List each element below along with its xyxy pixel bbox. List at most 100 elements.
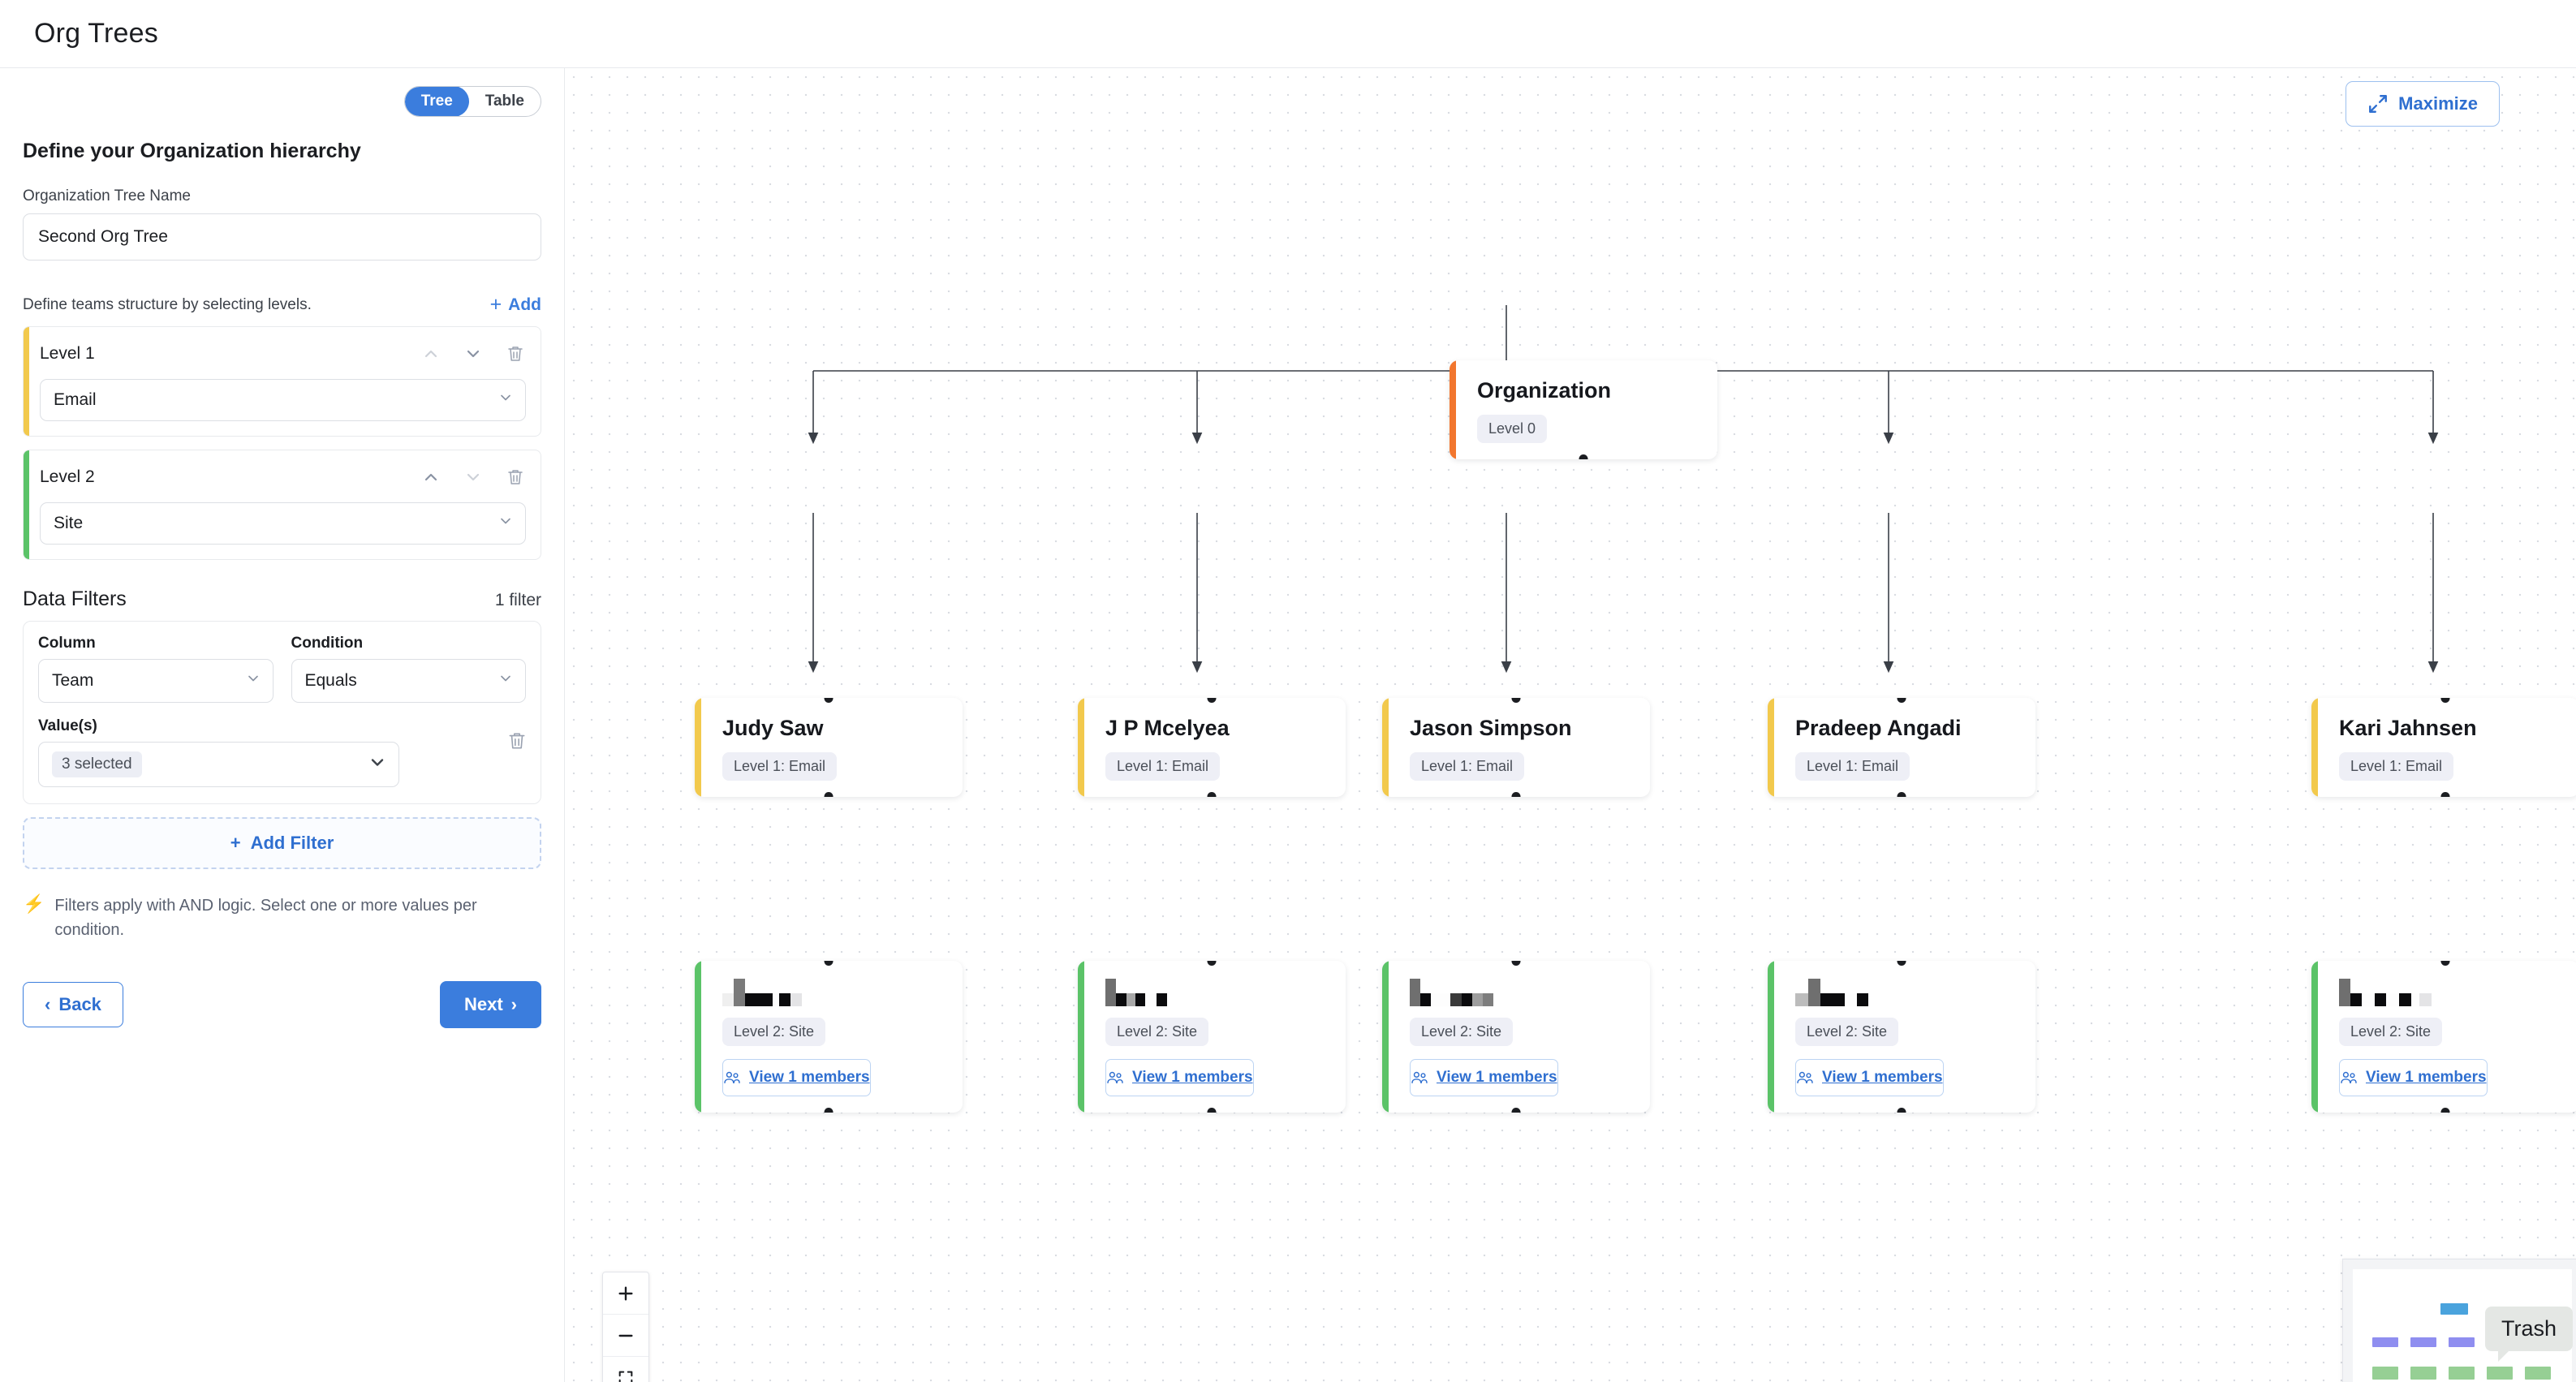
filter-condition-label: Condition	[291, 635, 364, 652]
node-handle-bottom[interactable]	[824, 792, 834, 797]
add-level-button[interactable]: + Add	[490, 295, 541, 315]
view-members-label: View 1 members	[2366, 1069, 2487, 1086]
node-accent-bar	[1382, 961, 1389, 1113]
node-handle-top[interactable]	[2440, 698, 2450, 703]
chevron-down-icon	[467, 473, 480, 481]
maximize-label: Maximize	[2398, 93, 2478, 114]
org-node-level2[interactable]: Level 2: Site View 1 members	[1768, 961, 2035, 1113]
zoom-in-button[interactable]	[603, 1272, 648, 1315]
members-icon	[1411, 1071, 1428, 1084]
minimap-node-level1	[2372, 1337, 2398, 1347]
view-members-button[interactable]: View 1 members	[1795, 1059, 1944, 1096]
node-handle-top[interactable]	[824, 698, 834, 703]
add-filter-button[interactable]: + Add Filter	[23, 817, 541, 869]
node-handle-bottom[interactable]	[1511, 792, 1521, 797]
level-card[interactable]: Level 1 Email	[23, 326, 541, 437]
filter-condition-select[interactable]: Equals	[291, 659, 526, 703]
org-node-level1[interactable]: J P Mcelyea Level 1: Email	[1078, 698, 1346, 797]
data-filters-title: Data Filters	[23, 588, 127, 610]
redacted-node-title	[722, 979, 941, 1006]
filter-values-label: Value(s)	[38, 717, 97, 734]
node-handle-top[interactable]	[824, 961, 834, 966]
node-handle-top[interactable]	[1511, 698, 1521, 703]
zoom-out-button[interactable]	[603, 1315, 648, 1357]
view-members-button[interactable]: View 1 members	[1105, 1059, 1254, 1096]
move-level-up-button[interactable]	[420, 343, 442, 364]
toggle-table[interactable]: Table	[485, 93, 524, 110]
node-accent-bar	[1078, 698, 1084, 797]
fit-view-button[interactable]	[603, 1357, 648, 1382]
move-level-down-button[interactable]	[463, 343, 484, 364]
move-level-up-button[interactable]	[420, 467, 442, 488]
node-handle-top[interactable]	[2440, 961, 2450, 966]
node-handle-bottom[interactable]	[1207, 792, 1217, 797]
tree-name-input[interactable]	[23, 213, 541, 260]
redacted-node-title	[1795, 979, 2014, 1006]
node-handle-bottom[interactable]	[2440, 792, 2450, 797]
node-handle-bottom[interactable]	[824, 1108, 834, 1113]
node-handle-top[interactable]	[1897, 698, 1906, 703]
node-title: Judy Saw	[722, 716, 824, 740]
delete-level-button[interactable]	[505, 343, 526, 364]
members-icon	[1797, 1071, 1813, 1084]
toggle-tree[interactable]: Tree	[404, 87, 469, 116]
redacted-node-title	[1105, 979, 1325, 1006]
node-handle-top[interactable]	[1207, 961, 1217, 966]
view-members-button[interactable]: View 1 members	[1410, 1059, 1558, 1096]
node-handle-top[interactable]	[1511, 961, 1521, 966]
view-members-button[interactable]: View 1 members	[2339, 1059, 2488, 1096]
org-node-level2[interactable]: Level 2: Site View 1 members	[1382, 961, 1650, 1113]
view-members-label: View 1 members	[1132, 1069, 1253, 1086]
node-handle-bottom[interactable]	[1511, 1108, 1521, 1113]
org-node-level2[interactable]: Level 2: Site View 1 members	[1078, 961, 1346, 1113]
back-button[interactable]: ‹ Back	[23, 982, 123, 1027]
add-level-label: Add	[508, 295, 541, 314]
chevron-left-icon: ‹	[45, 994, 51, 1014]
node-level-badge: Level 2: Site	[722, 1018, 826, 1046]
minimap-node-level2	[2487, 1367, 2513, 1380]
chevron-down-icon	[498, 670, 514, 691]
level-field-value: Site	[54, 514, 84, 532]
node-accent-bar	[1450, 360, 1456, 459]
delete-filter-button[interactable]	[506, 730, 528, 751]
level-card[interactable]: Level 2 Site	[23, 450, 541, 560]
node-handle-bottom[interactable]	[1897, 1108, 1906, 1113]
config-sidebar: Tree Table Define your Organization hier…	[0, 68, 565, 1382]
next-button[interactable]: Next ›	[439, 981, 541, 1028]
org-node-level2[interactable]: Level 2: Site View 1 members	[695, 961, 963, 1113]
levels-hint: Define teams structure by selecting leve…	[23, 295, 312, 313]
zoom-controls[interactable]	[602, 1272, 649, 1382]
node-level-badge: Level 2: Site	[1410, 1018, 1514, 1046]
org-node-level1[interactable]: Kari Jahnsen Level 1: Email	[2311, 698, 2576, 797]
node-handle-top[interactable]	[1207, 698, 1217, 703]
org-node-level2[interactable]: Level 2: Site View 1 members	[2311, 961, 2576, 1113]
level-field-select[interactable]: Email	[40, 379, 526, 421]
minus-icon	[618, 1334, 633, 1337]
maximize-button[interactable]: Maximize	[2346, 81, 2500, 127]
page-title: Org Trees	[34, 18, 158, 49]
filter-column-select[interactable]: Team	[38, 659, 274, 703]
view-members-button[interactable]: View 1 members	[722, 1059, 871, 1096]
node-handle-bottom[interactable]	[1897, 792, 1906, 797]
org-node-level1[interactable]: Judy Saw Level 1: Email	[695, 698, 963, 797]
move-level-down-button[interactable]	[463, 467, 484, 488]
chevron-down-icon	[498, 513, 514, 534]
delete-level-button[interactable]	[505, 467, 526, 488]
org-node-root[interactable]: Organization Level 0	[1450, 360, 1717, 459]
filter-values-select[interactable]: 3 selected	[38, 742, 399, 787]
org-node-level1[interactable]: Jason Simpson Level 1: Email	[1382, 698, 1650, 797]
org-chart-canvas[interactable]: Maximize	[565, 68, 2576, 1382]
node-handle-bottom[interactable]	[2440, 1108, 2450, 1113]
view-members-label: View 1 members	[749, 1069, 870, 1086]
level-field-select[interactable]: Site	[40, 502, 526, 545]
node-handle-top[interactable]	[1897, 961, 1906, 966]
chevron-up-icon	[424, 473, 437, 481]
org-node-level1[interactable]: Pradeep Angadi Level 1: Email	[1768, 698, 2035, 797]
trash-icon	[509, 733, 525, 749]
view-toggle[interactable]: Tree Table	[403, 86, 541, 117]
chevron-right-icon: ›	[510, 994, 517, 1014]
node-accent-bar	[2311, 698, 2318, 797]
node-handle-bottom[interactable]	[1207, 1108, 1217, 1113]
node-handle-bottom[interactable]	[1579, 454, 1588, 459]
fit-view-icon	[618, 1371, 633, 1382]
